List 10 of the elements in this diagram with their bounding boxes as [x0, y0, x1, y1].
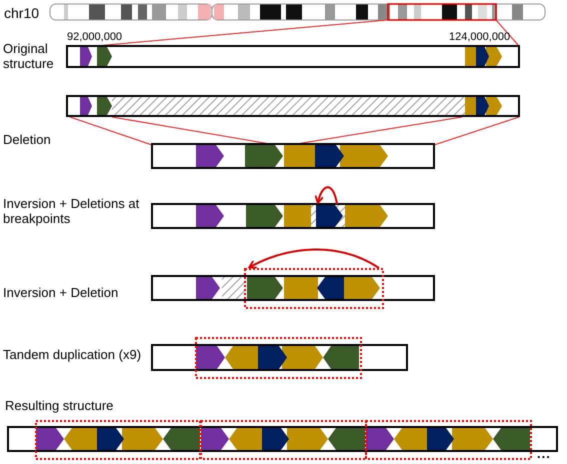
row-label: Resulting structure — [5, 398, 114, 413]
coordinate-label: 124,000,000 — [449, 31, 512, 44]
row-label: Inversion + Deletions at breakpoints — [3, 196, 140, 226]
row-label: Inversion + Deletion — [3, 285, 120, 300]
row-label: Deletion — [3, 132, 52, 147]
row-label: Tandem duplication (x9) — [3, 347, 142, 362]
chromosome-label: chr10 — [4, 5, 40, 21]
row-label: Original structure — [3, 41, 55, 71]
coordinate-label: 92,000,000 — [67, 31, 124, 44]
continuation-dots: ... — [537, 446, 551, 461]
